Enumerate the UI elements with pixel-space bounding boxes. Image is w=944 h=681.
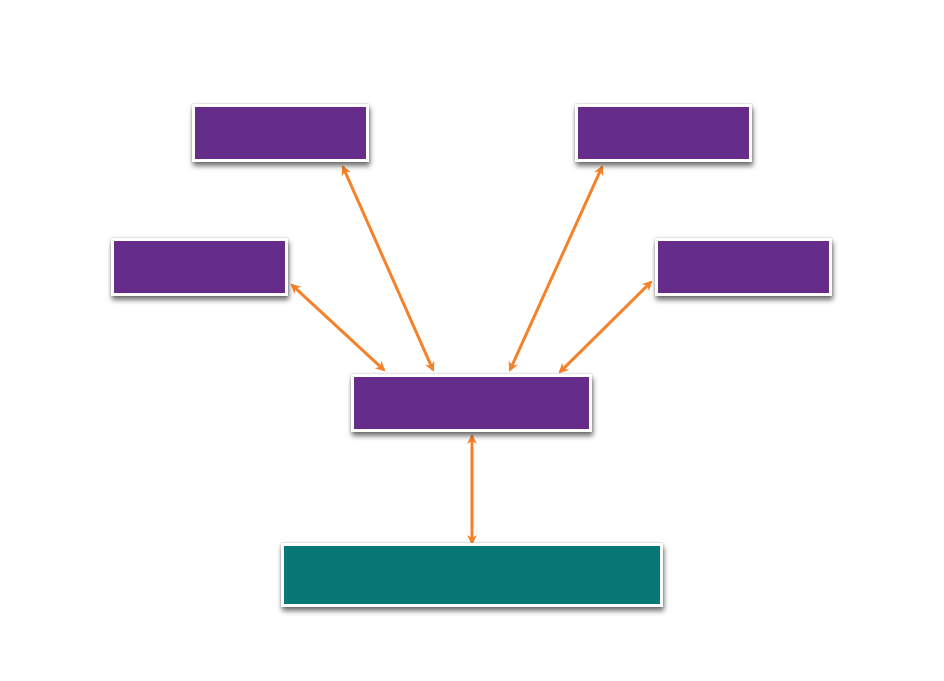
node-mid-left[interactable] — [111, 238, 288, 296]
node-bottom-base[interactable] — [281, 543, 663, 607]
node-mid-right[interactable] — [655, 238, 832, 296]
node-top-left[interactable] — [192, 104, 369, 162]
node-center-hub[interactable] — [351, 374, 592, 432]
node-top-right[interactable] — [575, 104, 752, 162]
edge-mid-right-to-center — [558, 280, 653, 374]
edge-mid-left-to-center — [290, 283, 386, 372]
edge-top-right-to-center — [508, 165, 604, 372]
edge-top-left-to-center — [341, 165, 435, 372]
